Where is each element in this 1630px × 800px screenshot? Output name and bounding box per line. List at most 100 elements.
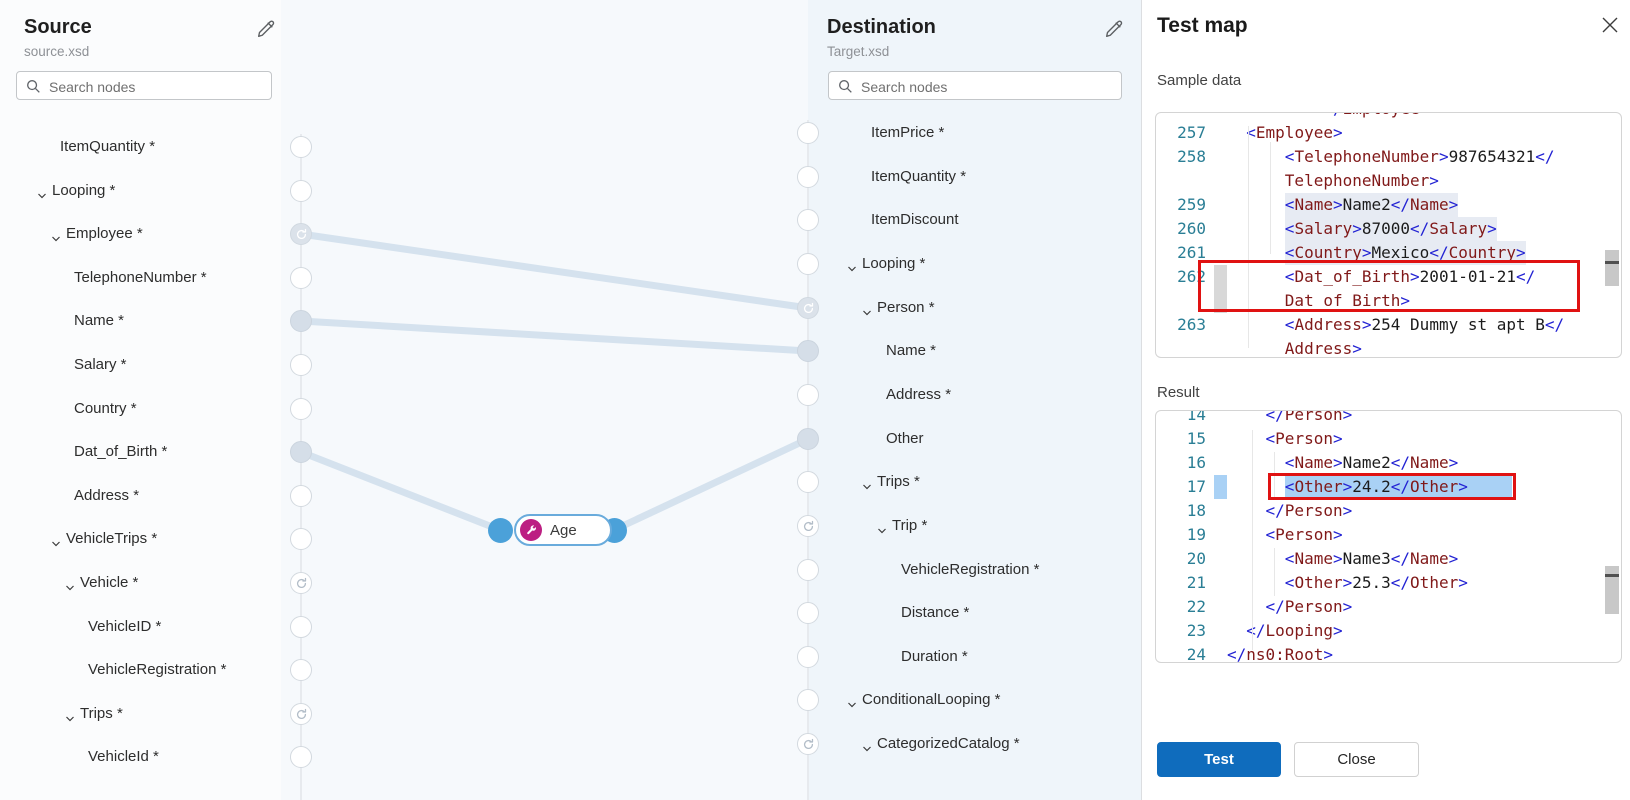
- code-line: 18</Person>: [1156, 499, 1621, 523]
- chevron-down-icon[interactable]: [861, 302, 873, 328]
- source-connector-itemquantity[interactable]: [290, 136, 312, 158]
- source-node-dat_of_birth[interactable]: Dat_of_Birth *: [0, 439, 1630, 465]
- destination-node-trips[interactable]: Trips *: [0, 469, 1630, 495]
- chevron-down-icon[interactable]: [50, 533, 62, 559]
- result-scrollbar-thumb[interactable]: [1605, 566, 1619, 614]
- source-connector-name[interactable]: [290, 310, 312, 332]
- source-connector-country[interactable]: [290, 398, 312, 420]
- close-icon[interactable]: [1600, 15, 1620, 38]
- destination-node-categorizedcatalog[interactable]: CategorizedCatalog *: [0, 731, 1630, 757]
- destination-node-duration[interactable]: Duration *: [0, 644, 1630, 670]
- destination-connector-itemquantity[interactable]: [797, 166, 819, 188]
- source-node-name[interactable]: Name *: [0, 308, 1630, 334]
- source-node-telephonenumber[interactable]: TelephoneNumber *: [0, 265, 1630, 291]
- destination-node-vehicleregistration[interactable]: VehicleRegistration *: [0, 557, 1630, 583]
- node-label: VehicleRegistration *: [901, 561, 1040, 578]
- source-connector-looping[interactable]: [290, 180, 312, 202]
- test-button[interactable]: Test: [1157, 742, 1281, 777]
- sample-scrollbar-thumb[interactable]: [1605, 250, 1619, 286]
- destination-node-name[interactable]: Name *: [0, 338, 1630, 364]
- source-connector-vehicle[interactable]: [290, 572, 312, 594]
- destination-connector-itemdiscount[interactable]: [797, 209, 819, 231]
- source-connector-vehicletrips[interactable]: [290, 528, 312, 550]
- chevron-down-icon[interactable]: [846, 694, 858, 720]
- destination-connector-conditionallooping[interactable]: [797, 689, 819, 711]
- destination-node-looping[interactable]: Looping *: [0, 251, 1630, 277]
- source-node-vehicleid[interactable]: VehicleId *: [0, 744, 1630, 770]
- result-code-editor[interactable]: 14</Person>15<Person>16<Name>Name2</Name…: [1155, 410, 1622, 663]
- search-icon: [26, 79, 41, 99]
- function-input-port[interactable]: [488, 518, 513, 543]
- source-connector-dat_of_birth[interactable]: [290, 441, 312, 463]
- destination-connector-trips[interactable]: [797, 471, 819, 493]
- function-node-age[interactable]: Age: [514, 514, 612, 546]
- destination-connector-itemprice[interactable]: [797, 122, 819, 144]
- edit-source-icon[interactable]: [255, 18, 277, 43]
- destination-search-input[interactable]: [859, 72, 1119, 101]
- sample-scrollbar-mark: [1605, 261, 1619, 264]
- source-connector-telephonenumber[interactable]: [290, 267, 312, 289]
- destination-search-box: [828, 71, 1122, 101]
- chevron-down-icon[interactable]: [64, 577, 76, 603]
- destination-connector-trip[interactable]: [797, 515, 819, 537]
- chevron-down-icon[interactable]: [36, 185, 48, 211]
- source-connector-trips[interactable]: [290, 703, 312, 725]
- line-number: [1156, 169, 1214, 193]
- source-node-country[interactable]: Country *: [0, 396, 1630, 422]
- source-connector-vehicleid[interactable]: [290, 616, 312, 638]
- indent-guide: [1252, 430, 1253, 650]
- source-node-itemquantity[interactable]: ItemQuantity *: [0, 134, 1630, 160]
- source-connector-address[interactable]: [290, 485, 312, 507]
- destination-connector-categorizedcatalog[interactable]: [797, 733, 819, 755]
- destination-connector-duration[interactable]: [797, 646, 819, 668]
- source-node-trips[interactable]: Trips *: [0, 701, 1630, 727]
- chevron-down-icon[interactable]: [861, 476, 873, 502]
- source-node-address[interactable]: Address *: [0, 483, 1630, 509]
- node-label: Salary *: [74, 356, 127, 373]
- destination-node-itemdiscount[interactable]: ItemDiscount: [0, 207, 1630, 233]
- destination-node-itemprice[interactable]: ItemPrice *: [0, 120, 1630, 146]
- destination-connector-name[interactable]: [797, 340, 819, 362]
- close-button[interactable]: Close: [1294, 742, 1419, 777]
- sample-data-code-editor[interactable]: </Employee>257<Employee>258<TelephoneNum…: [1155, 112, 1622, 358]
- source-node-salary[interactable]: Salary *: [0, 352, 1630, 378]
- source-connector-employee[interactable]: [290, 223, 312, 245]
- line-number: 23: [1186, 621, 1206, 640]
- destination-connector-person[interactable]: [797, 297, 819, 319]
- source-connector-vehicleid[interactable]: [290, 746, 312, 768]
- source-node-vehicletrips[interactable]: VehicleTrips *: [0, 526, 1630, 552]
- destination-node-person[interactable]: Person *: [0, 295, 1630, 321]
- destination-node-trip[interactable]: Trip *: [0, 513, 1630, 539]
- destination-node-other[interactable]: Other: [0, 426, 1630, 452]
- destination-connector-address[interactable]: [797, 384, 819, 406]
- source-connector-salary[interactable]: [290, 354, 312, 376]
- destination-node-conditionallooping[interactable]: ConditionalLooping *: [0, 687, 1630, 713]
- source-node-vehicle[interactable]: Vehicle *: [0, 570, 1630, 596]
- chevron-down-icon[interactable]: [64, 708, 76, 734]
- line-number: [1156, 289, 1214, 313]
- destination-node-itemquantity[interactable]: ItemQuantity *: [0, 164, 1630, 190]
- destination-node-address[interactable]: Address *: [0, 382, 1630, 408]
- destination-connector-looping[interactable]: [797, 253, 819, 275]
- destination-node-distance[interactable]: Distance *: [0, 600, 1630, 626]
- chevron-down-icon[interactable]: [861, 738, 873, 764]
- source-node-looping[interactable]: Looping *: [0, 178, 1630, 204]
- source-node-vehicleregistration[interactable]: VehicleRegistration *: [0, 657, 1630, 683]
- mapping-canvas[interactable]: [281, 0, 808, 800]
- chevron-down-icon[interactable]: [876, 520, 888, 546]
- node-label: TelephoneNumber *: [74, 269, 207, 286]
- source-node-vehicleid[interactable]: VehicleID *: [0, 614, 1630, 640]
- edit-destination-icon[interactable]: [1103, 18, 1125, 43]
- gutter: [1214, 411, 1227, 427]
- chevron-down-icon[interactable]: [846, 258, 858, 284]
- destination-connector-distance[interactable]: [797, 602, 819, 624]
- source-connector-vehicleregistration[interactable]: [290, 659, 312, 681]
- source-node-employee[interactable]: Employee *: [0, 221, 1630, 247]
- code-line: 14</Person>: [1156, 411, 1621, 427]
- chevron-down-icon[interactable]: [50, 228, 62, 254]
- destination-connector-other[interactable]: [797, 428, 819, 450]
- code-line: 257<Employee>: [1156, 121, 1621, 145]
- node-label: Vehicle *: [80, 574, 139, 591]
- destination-connector-vehicleregistration[interactable]: [797, 559, 819, 581]
- source-search-input[interactable]: [47, 72, 269, 101]
